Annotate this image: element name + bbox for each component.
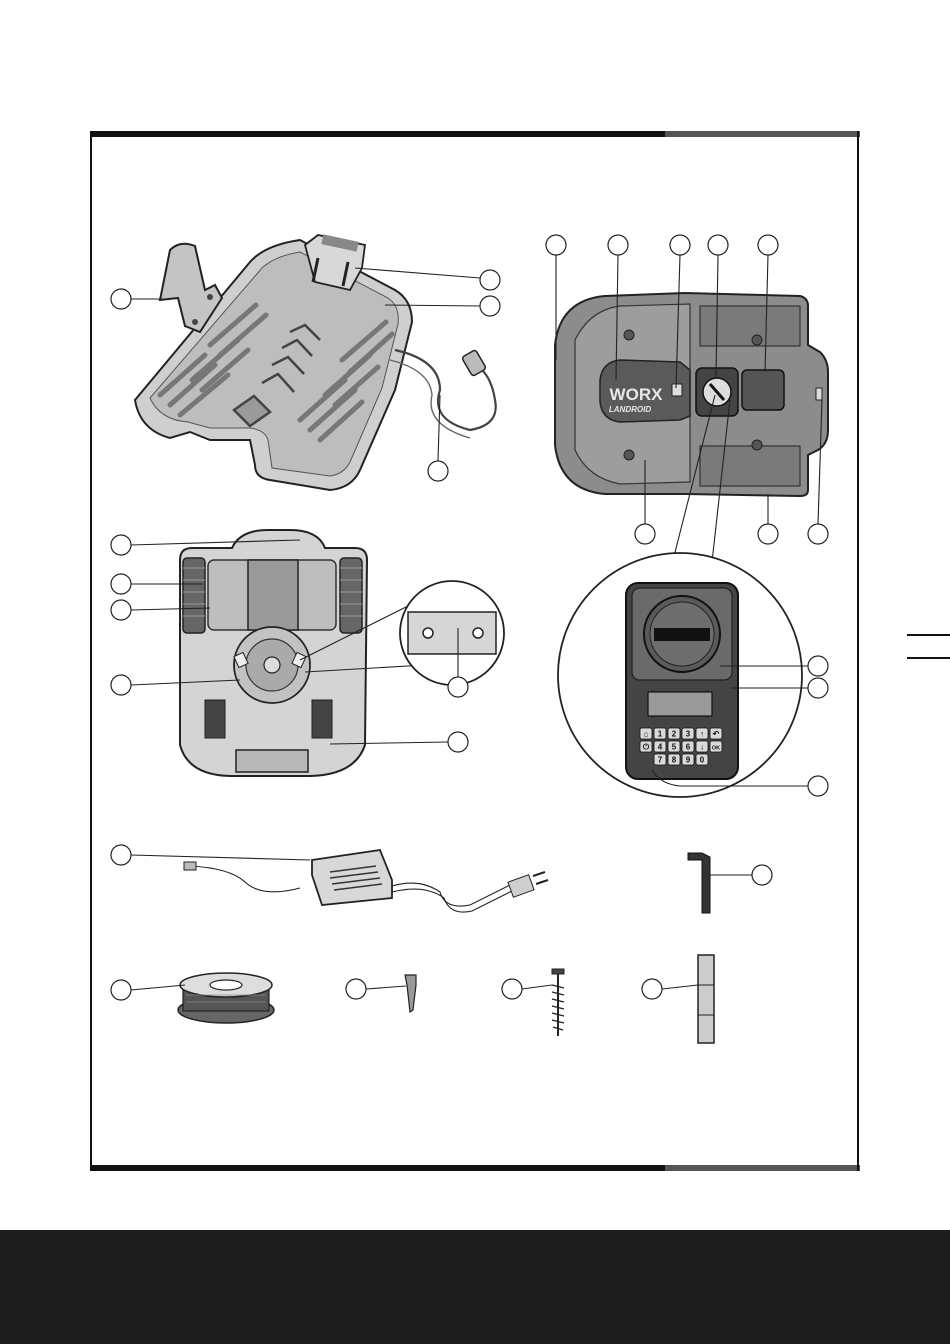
- callout-bubble: [808, 678, 828, 698]
- callout-bubble: [448, 732, 468, 752]
- power-icon: ⏻: [643, 743, 650, 752]
- keypad-key-label: 5: [672, 743, 677, 752]
- callout-bubble: [502, 979, 522, 999]
- callout-bubble: [758, 235, 778, 255]
- mower-top-view: WORX LANDROID: [555, 293, 828, 496]
- callout-bubble: [111, 600, 131, 620]
- arrow-up-icon: ↑: [700, 730, 704, 739]
- right-wheel: [340, 558, 362, 633]
- keypad-key-label: 7: [658, 756, 663, 765]
- callout-bubble: [752, 865, 772, 885]
- callout-bubble: [111, 535, 131, 555]
- callout-bubble: [111, 980, 131, 1000]
- callout-bubble: [480, 270, 500, 290]
- cable-connector: [462, 349, 487, 376]
- left-wheel: [183, 558, 205, 633]
- charging-contacts: [236, 750, 308, 772]
- mower-bottom-view: [180, 530, 367, 776]
- keypad-key-label: 2: [672, 730, 677, 739]
- callout-bubble: [808, 656, 828, 676]
- charging-base-illustration: [135, 234, 496, 490]
- callout-bubble: [111, 289, 131, 309]
- hex-key-illustration: [688, 853, 710, 913]
- stop-knob-slot: [654, 628, 710, 641]
- landroid-logo-text: LANDROID: [609, 405, 651, 414]
- callout-bubble: [448, 677, 468, 697]
- keypad-key-label: 0: [700, 756, 705, 765]
- callout-bubble: [708, 235, 728, 255]
- keypad-key-label: 6: [686, 743, 691, 752]
- callout-bubble: [608, 235, 628, 255]
- boundary-wire-spool-illustration: [178, 973, 274, 1023]
- callout-bubble: [111, 845, 131, 865]
- callout-bubble: [758, 524, 778, 544]
- callout-bubble: [480, 296, 500, 316]
- rear-right-caster: [312, 700, 332, 738]
- callout-bubble: [808, 776, 828, 796]
- screw-illustration: [552, 969, 564, 1036]
- back-icon: ↶: [712, 730, 720, 739]
- lcd-screen: [648, 692, 712, 716]
- keypad-key-label: 4: [658, 743, 663, 752]
- callout-bubble: [546, 235, 566, 255]
- keypad-key-label: OK: [712, 746, 720, 752]
- callout-bubble: [642, 979, 662, 999]
- callout-bubble: [111, 675, 131, 695]
- callout-bubble: [808, 524, 828, 544]
- keypad-key-label: 3: [686, 730, 691, 739]
- callout-bubble: [346, 979, 366, 999]
- power-supply-illustration: [184, 850, 548, 912]
- peg-illustration: [405, 975, 416, 1012]
- keypad-key-label: 1: [658, 730, 663, 739]
- battery-cover: [248, 560, 298, 630]
- display-cover: [742, 370, 784, 410]
- rear-left-caster: [205, 700, 225, 738]
- keypad-key-label: 9: [686, 756, 691, 765]
- arrow-down-icon: ↓: [700, 743, 704, 752]
- callout-bubble: [635, 524, 655, 544]
- callout-bubble: [428, 461, 448, 481]
- callout-bubble: [111, 574, 131, 594]
- measuring-ruler-illustration: [698, 955, 714, 1043]
- keypad-key-label: 8: [672, 756, 677, 765]
- home-icon: ⌂: [644, 730, 649, 739]
- callout-bubble: [670, 235, 690, 255]
- worx-logo: WORX: [610, 385, 664, 404]
